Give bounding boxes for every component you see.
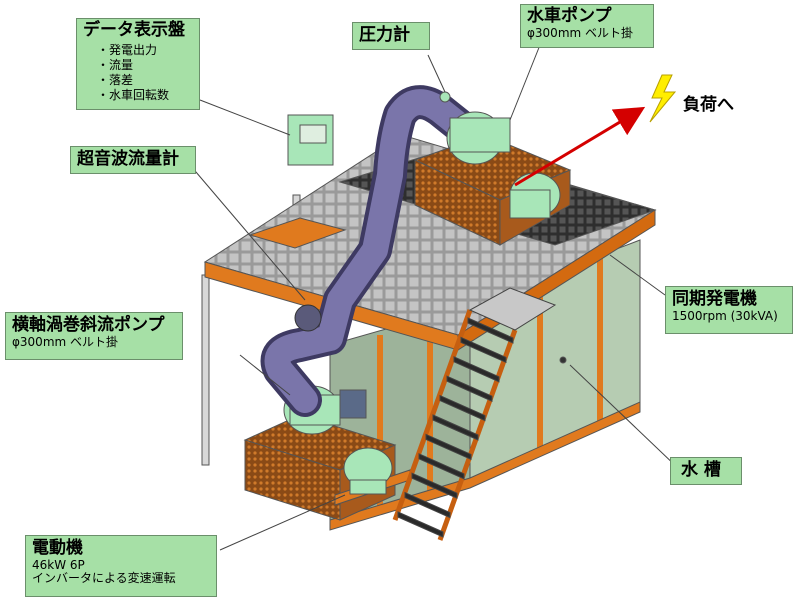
data-panel-item: 発電出力 [97,43,193,58]
synchronous-generator-sub: 1500rpm (30kVA) [672,308,778,323]
label-horizontal-pump: 横軸渦巻斜流ポンプ φ300mm ベルト掛 [5,312,183,360]
upper-machine [413,91,572,246]
motor-sub2: インバータによる変速運転 [32,571,176,586]
label-data-panel: データ表示盤 発電出力 流量 落差 水車回転数 [76,18,200,110]
horizontal-pump-sub: φ300mm ベルト掛 [12,334,119,349]
data-display-panel [287,114,334,166]
data-panel-item: 流量 [97,58,193,73]
load-arrow [514,106,646,187]
pipe [260,85,482,417]
label-pressure-gauge: 圧力計 [352,22,430,50]
horizontal-pump-title: 横軸渦巻斜流ポンプ [12,315,165,335]
label-ultrasonic-flowmeter: 超音波流量計 [70,146,196,174]
label-load: 負荷へ [683,95,734,115]
lightning-icon [649,74,677,123]
turbine-pump-title: 水車ポンプ [527,6,612,26]
stair-tread [404,491,451,519]
stair-tread [446,375,493,402]
turbine-pump-sub: φ300mm ベルト掛 [527,25,634,40]
label-motor: 電動機 46kW 6P インバータによる変速運転 [25,535,217,597]
data-panel-items: 発電出力 流量 落差 水車回転数 [97,43,193,103]
stair-tread [418,453,465,480]
pressure-gauge-title: 圧力計 [359,25,410,45]
data-panel-item: 水車回転数 [97,88,193,103]
stair-tread [432,414,479,441]
ultrasonic-flowmeter-title: 超音波流量計 [77,149,179,169]
label-turbine-pump: 水車ポンプ φ300mm ベルト掛 [520,4,654,48]
stair-tread [397,511,444,538]
data-panel-title: データ表示盤 [83,20,185,40]
stair-tread [453,356,500,383]
staircase [392,287,557,541]
motor-title: 電動機 [32,538,83,558]
synchronous-generator-title: 同期発電機 [672,289,757,309]
stair-tread [460,336,507,364]
water-tank-title: 水 槽 [681,460,721,480]
stair-tread [439,394,486,422]
stair-tread [425,433,472,461]
stair-tread [467,317,514,344]
motor-sub1: 46kW 6P [32,557,85,572]
data-panel-item: 落差 [97,73,193,88]
label-water-tank: 水 槽 [670,457,742,485]
stair-tread [411,472,458,499]
label-synchronous-generator: 同期発電機 1500rpm (30kVA) [665,286,793,334]
leader-lines [189,44,681,551]
